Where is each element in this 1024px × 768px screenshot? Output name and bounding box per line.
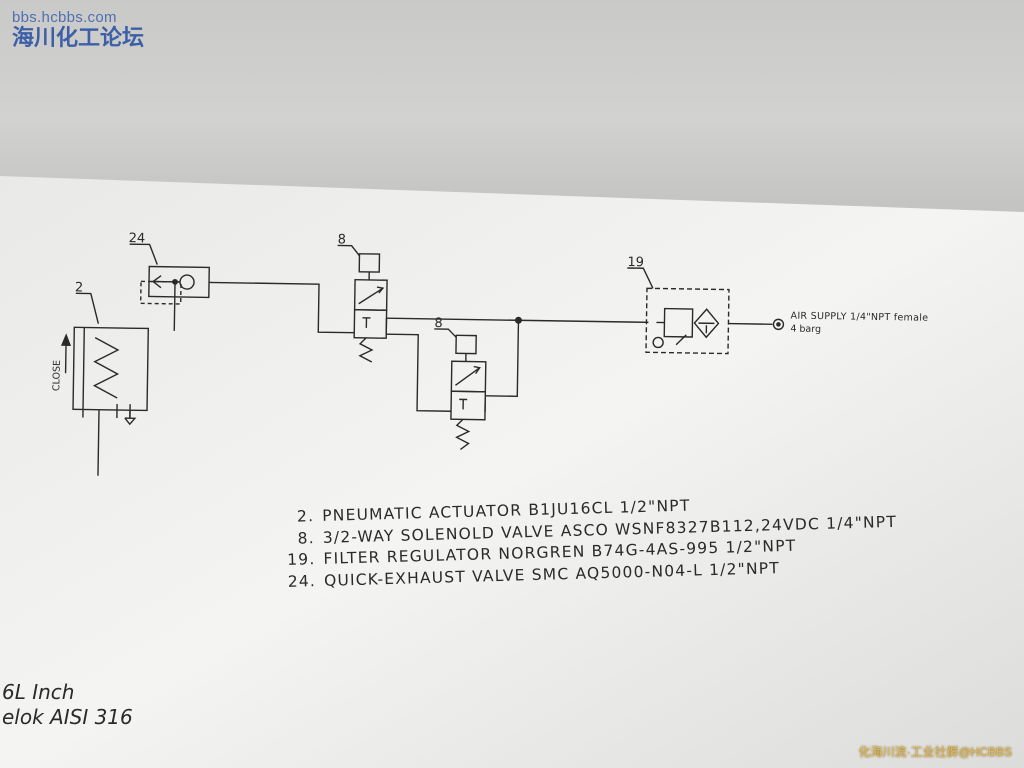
watermark-bottom: 化海川流·工业社群@HCBBS bbox=[858, 745, 1012, 759]
solenoid-valve-bottom bbox=[434, 328, 487, 450]
label-air-pressure: 4 barg bbox=[790, 324, 821, 335]
legend-number: 8. bbox=[297, 528, 316, 548]
filter-regulator bbox=[627, 267, 785, 355]
fragment-line-1: 6L Inch bbox=[2, 680, 75, 704]
watermark-forum-name: 海川化工论坛 bbox=[12, 24, 145, 50]
parts-legend: 2.PNEUMATIC ACTUATOR B1JU16CL 1/2"NPT 8.… bbox=[282, 491, 899, 594]
quick-exhaust-valve bbox=[129, 243, 210, 331]
watermark-top: bbs.hcbbs.com 海川化工论坛 bbox=[12, 10, 144, 49]
label-solenoid-bottom: 8 bbox=[434, 316, 443, 331]
label-solenoid-top: 8 bbox=[338, 232, 347, 247]
legend-number: 24. bbox=[287, 571, 317, 591]
label-actuator: 2 bbox=[75, 280, 84, 295]
pneumatic-actuator bbox=[60, 292, 150, 476]
solenoid-valve-top bbox=[337, 244, 388, 363]
label-air-supply: AIR SUPPLY 1/4"NPT female bbox=[790, 311, 928, 324]
watermark-url: bbs.hcbbs.com bbox=[12, 9, 117, 26]
fragment-line-2: elok AISI 316 bbox=[2, 705, 133, 729]
background-surface bbox=[0, 0, 1024, 215]
legend-number: 2. bbox=[296, 507, 315, 526]
label-quick-exhaust: 24 bbox=[129, 231, 146, 246]
label-filter-regulator: 19 bbox=[627, 255, 644, 270]
label-close: CLOSE bbox=[51, 360, 62, 391]
legend-number: 19. bbox=[286, 550, 316, 569]
